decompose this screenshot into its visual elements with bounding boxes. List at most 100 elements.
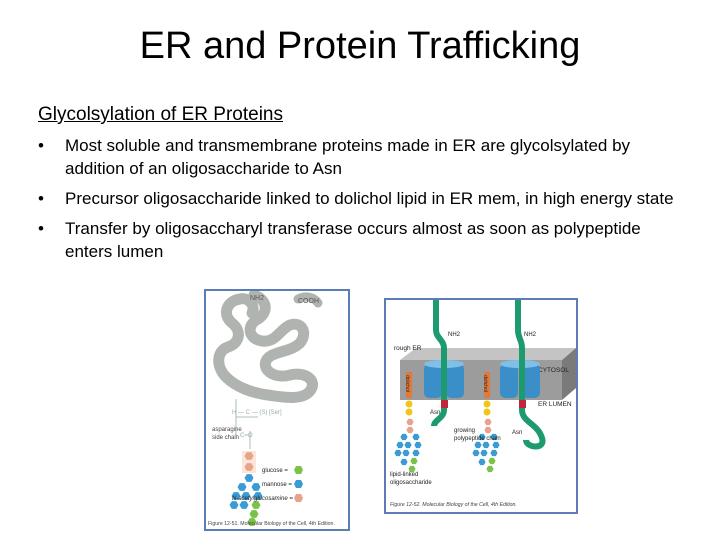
nag-legend-hex (294, 494, 303, 502)
glucose-sugar (247, 518, 257, 526)
mannose-sugar (241, 492, 251, 500)
glucose-sugar (251, 501, 261, 509)
transferase-diagram: rough ER CYTOSOL ER LUMEN dolichol dolic… (390, 300, 576, 508)
asparagine-structure (235, 399, 258, 449)
oligosaccharide-figure: NH2 COOH H — C — (S) [Ser] C=O asparagin… (204, 289, 350, 531)
asn-residue-a (441, 400, 448, 408)
polypeptide-chain-a (431, 300, 447, 427)
mannose-sugar (480, 449, 488, 457)
nag-sugar (244, 463, 254, 471)
mannose-sugar (412, 433, 420, 441)
bullet-text: Most soluble and transmembrane proteins … (65, 136, 631, 178)
er-membrane-side (562, 348, 576, 400)
mannose-sugar (229, 501, 239, 509)
mannose-sugar (474, 441, 482, 449)
mannose-sugar (404, 441, 412, 449)
mannose-sugar (492, 441, 500, 449)
nh2-label: NH2 (250, 295, 264, 302)
mannose-sugar (414, 441, 422, 449)
asn-label-a: Asn (430, 410, 440, 416)
asparagine-label-2: side chain (212, 435, 239, 441)
bullet-item: • Transfer by oligosaccharyl transferase … (38, 217, 678, 263)
nag-sugar (244, 452, 254, 460)
mannose-sugar (402, 449, 410, 457)
mannose-sugar (239, 501, 249, 509)
polypeptide-chain-b (515, 300, 546, 450)
glucose-legend-hex (294, 466, 303, 474)
mannose-legend-label: mannose = (262, 482, 292, 488)
growing-label-1: growing (454, 428, 475, 434)
growing-label-2: polypeptide chain (454, 436, 501, 442)
asparagine-label-1: asparagine (212, 427, 242, 433)
glucose-sugar (410, 457, 418, 465)
sugar-tree (229, 452, 263, 526)
dolichol-label-b: dolichol (482, 375, 488, 392)
asn-label-b: Asn (512, 430, 522, 436)
lipid-linked-label-1: lipid-linked (390, 472, 418, 478)
mannose-sugar (482, 441, 490, 449)
mannose-sugar (251, 483, 261, 491)
transferase-complex-b (500, 360, 540, 398)
bullet-dot: • (38, 219, 44, 238)
phosphate-b1 (483, 400, 491, 408)
bullet-item: • Most soluble and transmembrane proteins… (38, 134, 678, 180)
nag-sugar (484, 418, 492, 426)
asn-atoms: H — C — (S) [Ser] (232, 410, 282, 416)
bullet-dot: • (38, 189, 44, 208)
bullet-item: • Precursor oligosaccharide linked to dol… (38, 187, 678, 210)
mannose-sugar (394, 449, 402, 457)
slide-title: ER and Protein Trafficking (139, 25, 581, 67)
phosphate-b2 (483, 408, 491, 416)
mannose-sugar (253, 492, 263, 500)
polypeptide-tail (293, 292, 323, 308)
glucose-sugar (249, 510, 259, 518)
bullet-dot: • (38, 136, 44, 155)
cooh-label: COOH (298, 298, 319, 305)
transferase-figure: rough ER CYTOSOL ER LUMEN dolichol dolic… (384, 298, 578, 514)
nag-legend-label: N-acetylglucosamine = (232, 496, 293, 502)
mannose-sugar (490, 449, 498, 457)
nag-sugar (406, 426, 414, 434)
phosphate-a1 (405, 400, 413, 408)
asn-carbonyl: C=O (240, 433, 253, 439)
mannose-sugar (244, 474, 254, 482)
mannose-sugar (231, 492, 241, 500)
bullet-text: Precursor oligosaccharide linked to doli… (65, 189, 674, 208)
oligosaccharide-cluster-a (394, 418, 422, 473)
mannose-sugar (490, 433, 498, 441)
nh2-label-a: NH2 (448, 332, 461, 338)
mannose-legend-hex (294, 480, 303, 488)
glucose-legend-label: glucose = (262, 468, 288, 474)
mannose-sugar (412, 449, 420, 457)
dolichol-bar (406, 372, 412, 398)
lipid-linked-label-2: oligosaccharide (390, 480, 432, 486)
bullet-list: • Most soluble and transmembrane proteins… (38, 134, 678, 270)
oligosaccharide-diagram: NH2 COOH H — C — (S) [Ser] C=O asparagin… (208, 289, 335, 527)
polypeptide-chain (213, 289, 318, 403)
slide-subtitle: Glycolsylation of ER Proteins (38, 104, 283, 125)
mannose-sugar (396, 441, 404, 449)
nag-sugar (406, 418, 414, 426)
dolichol-label-a: dolichol (404, 375, 410, 392)
nag-sugar (484, 426, 492, 434)
mannose-sugar (400, 458, 408, 466)
figure2-caption: Figure 12-52. Molecular Biology of the C… (390, 502, 517, 508)
mannose-sugar (400, 433, 408, 441)
mannose-sugar (237, 483, 247, 491)
asn-residue-b (519, 400, 526, 408)
nh2-label-b: NH2 (524, 332, 537, 338)
glucose-sugar (486, 465, 494, 473)
mannose-sugar (472, 449, 480, 457)
cytosol-label: CYTOSOL (538, 367, 569, 374)
figure1-caption: Figure 12-51. Molecular Biology of the C… (208, 521, 335, 527)
phosphate-a2 (405, 408, 413, 416)
oligosaccharide-cluster-b (472, 418, 500, 473)
glucose-sugar (408, 465, 416, 473)
er-lumen-label: ER LUMEN (538, 401, 572, 408)
rough-er-label: rough ER (394, 345, 422, 352)
mannose-sugar (478, 433, 486, 441)
er-membrane-top (400, 348, 576, 360)
bullet-text: Transfer by oligosaccharyl transferase o… (65, 219, 641, 261)
mannose-sugar (478, 458, 486, 466)
dolichol-bar (484, 372, 490, 398)
